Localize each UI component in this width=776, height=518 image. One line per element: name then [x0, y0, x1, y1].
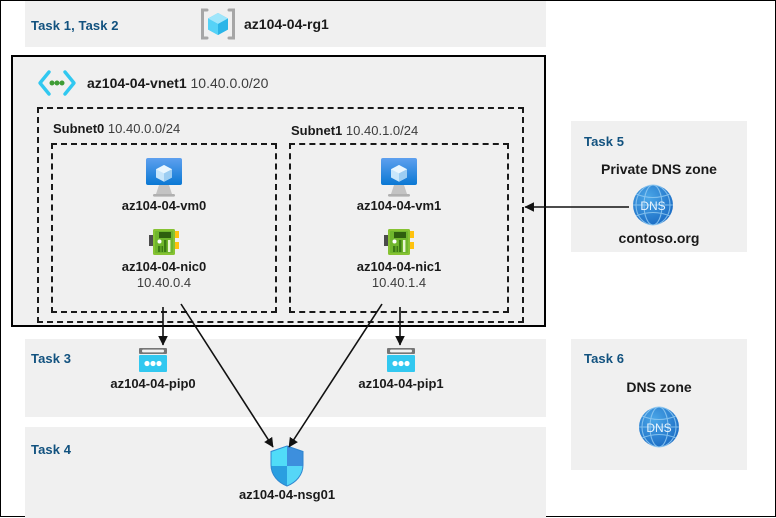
dns-icon-text: DNS	[640, 199, 665, 213]
resource-group-icon	[200, 7, 236, 41]
virtual-machine-icon	[381, 158, 417, 197]
subnet0-box	[51, 143, 277, 313]
resource-nsg[interactable]: az104-04-nsg01	[217, 445, 357, 503]
dns-icon-text: DNS	[646, 421, 671, 435]
resource-pip1[interactable]: az104-04-pip1	[346, 346, 456, 392]
virtual-machine-icon	[146, 158, 182, 197]
resource-nic1[interactable]: az104-04-nic1 10.40.1.4	[344, 225, 454, 291]
network-interface-icon	[384, 229, 414, 255]
pip0-label: az104-04-pip0	[110, 376, 196, 391]
virtual-network-name: az104-04-vnet1	[87, 75, 187, 91]
task-label-4: Task 4	[31, 442, 72, 457]
subnet0-cidr: 10.40.0.0/24	[107, 121, 181, 136]
nsg-label: az104-04-nsg01	[238, 487, 336, 502]
task-label-6: Task 6	[584, 351, 625, 366]
subnet0-title: Subnet0 10.40.0.0/24	[53, 121, 180, 136]
virtual-network-icon	[37, 69, 77, 97]
public-ip-address-icon	[139, 348, 167, 372]
task-label-3: Task 3	[31, 351, 72, 366]
task-label-5: Task 5	[584, 134, 625, 149]
dns-zone-icon[interactable]: DNS	[637, 405, 681, 449]
resource-vm1[interactable]: az104-04-vm1	[344, 156, 454, 214]
vm0-label: az104-04-vm0	[121, 198, 207, 213]
network-security-group-icon	[270, 445, 304, 487]
dns-zone-title: DNS zone	[626, 379, 692, 395]
subnet1-title: Subnet1 10.40.1.0/24	[291, 123, 418, 138]
task6-panel	[571, 339, 747, 470]
nic0-label: az104-04-nic0	[121, 259, 207, 274]
subnet1-cidr: 10.40.1.0/24	[345, 123, 419, 138]
resource-vm0[interactable]: az104-04-vm0	[109, 156, 219, 214]
task-label-1-2: Task 1, Task 2	[31, 18, 119, 33]
resource-pip0[interactable]: az104-04-pip0	[98, 346, 208, 392]
nic1-label: az104-04-nic1	[356, 259, 442, 274]
subnet1-box	[289, 143, 509, 313]
dns-zone-icon[interactable]: DNS	[631, 183, 675, 227]
private-dns-zone-name: contoso.org	[618, 230, 700, 246]
subnet1-name: Subnet1	[291, 123, 343, 138]
resource-nic0[interactable]: az104-04-nic0 10.40.0.4	[109, 225, 219, 291]
network-interface-icon	[149, 229, 179, 255]
vm1-label: az104-04-vm1	[356, 198, 442, 213]
virtual-network-title: az104-04-vnet1 10.40.0.0/20	[87, 75, 268, 91]
virtual-network-box	[11, 55, 546, 327]
nic1-ip: 10.40.1.4	[371, 275, 427, 290]
pip1-label: az104-04-pip1	[358, 376, 444, 391]
subnet0-name: Subnet0	[53, 121, 105, 136]
public-ip-address-icon	[387, 348, 415, 372]
nic0-ip: 10.40.0.4	[136, 275, 192, 290]
private-dns-zone-title: Private DNS zone	[601, 161, 717, 177]
resource-group-name: az104-04-rg1	[244, 16, 329, 32]
virtual-network-cidr: 10.40.0.0/20	[190, 75, 269, 91]
task3-panel	[25, 339, 546, 417]
subnets-container	[37, 107, 524, 323]
resource-group-band	[25, 1, 546, 47]
